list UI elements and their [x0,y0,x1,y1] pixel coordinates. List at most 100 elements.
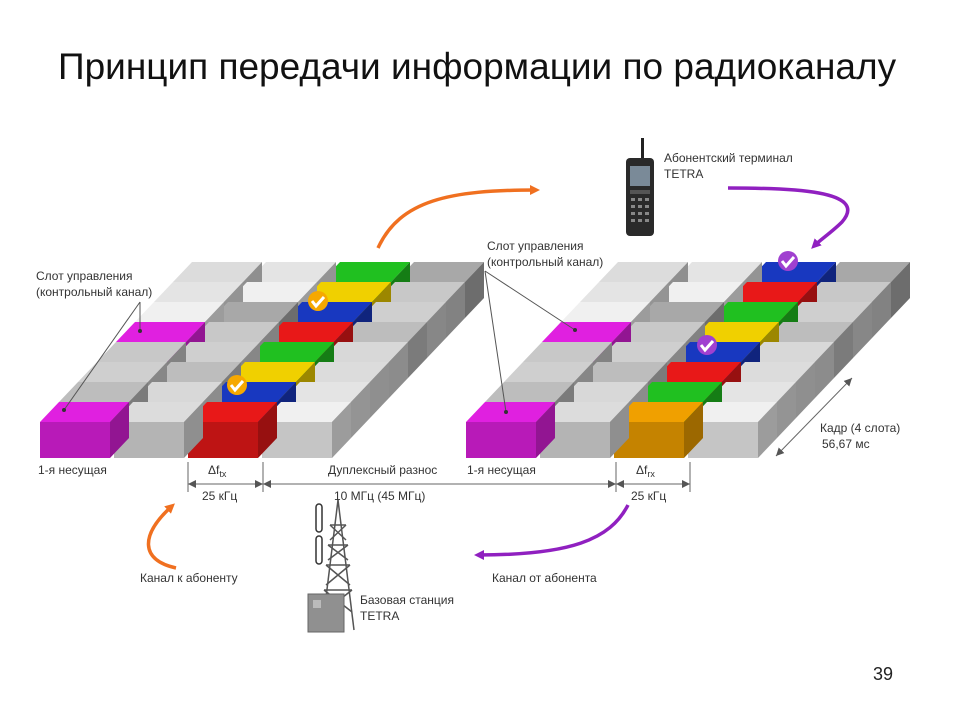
grid-block-side [465,262,484,318]
control-slot-left-label-2: (контрольный канал) [36,285,152,299]
grid-block [321,262,410,282]
grid-block [114,402,203,422]
grid-block-front [188,422,258,458]
carrier-right-label: 1-я несущая [467,463,536,477]
grid-block [97,342,186,362]
grid-block [559,382,648,402]
grid-block [188,402,277,422]
base-station-label: Базовая станция [360,593,454,607]
grid-block [59,382,148,402]
page-title: Принцип передачи информации по радиокана… [58,46,897,87]
purple-arrow-top [727,186,850,249]
base-station-icon [307,499,355,633]
grid-block-side [370,362,389,418]
grid-block [209,302,298,322]
grid-block-front [614,422,684,458]
grid-block [654,282,743,302]
carrier-left-label: 1-я несущая [38,463,107,477]
page-number: 39 [873,664,894,684]
grid-block [283,302,372,322]
grid-block [135,302,224,322]
grid-block-side [853,302,872,358]
grid-block [764,322,853,342]
grid-block-side [872,282,891,338]
grid-block [154,282,243,302]
grid-block [783,302,872,322]
grid-block [395,262,484,282]
delta-f-tx-label: Δftx [208,463,227,479]
control-slot-left-label: Слот управления [36,269,133,283]
handheld-terminal-icon [626,138,654,236]
grid-block [40,402,129,422]
grid-block [173,262,262,282]
duplex-value: 10 МГц (45 МГц) [334,489,425,503]
grid-block [542,322,631,342]
grid-block [264,322,353,342]
grid-block [338,322,427,342]
grid-block-side [258,402,277,458]
terminal-label-2: TETRA [664,167,703,181]
orange-arrow-bottom [146,503,177,570]
grid-block-side [446,282,465,338]
grid-block [319,342,408,362]
grid-block-side [184,402,203,458]
grid-block-side [758,402,777,458]
grid-block [652,362,741,382]
grid-block [633,382,722,402]
grid-block-front [262,422,332,458]
grid-block [523,342,612,362]
grid-block [247,262,336,282]
grid-block [357,302,446,322]
grid-block [728,282,817,302]
grid-block [245,342,334,362]
grid-block [688,402,777,422]
grid-block-side [408,322,427,378]
grid-block [78,362,167,382]
grid-block-side [610,402,629,458]
grid-block [376,282,465,302]
grid-block [228,282,317,302]
grid-block-side [684,402,703,458]
grid-block [709,302,798,322]
grid-block-side [389,342,408,398]
grid-block [152,362,241,382]
control-slot-right-label: Слот управления [487,239,584,253]
grid-block [707,382,796,402]
grid-block [133,382,222,402]
grid-block-side [536,402,555,458]
terminal-label: Абонентский терминал [664,151,793,165]
grid-block [821,262,910,282]
grid-block [485,382,574,402]
check-icon [778,251,798,271]
delta-f-rx-label: Δfrx [636,463,655,479]
check-icon [697,335,717,355]
grid-block [226,362,315,382]
grid-block [671,342,760,362]
check-icon [308,291,328,311]
grid-block-side [332,402,351,458]
grid-block [190,322,279,342]
grid-block [616,322,705,342]
grid-block-side [110,402,129,458]
grid-block [281,382,370,402]
uplink-carrier-grid [466,262,910,458]
grid-block [116,322,205,342]
grid-block [540,402,629,422]
grid-block-front [114,422,184,458]
grid-block-front [40,422,110,458]
control-slot-pointer-lines [63,270,576,413]
base-station-label-2: TETRA [360,609,399,623]
grid-block [599,262,688,282]
grid-block-side [891,262,910,318]
grid-block [673,262,762,282]
grid-block-front [540,422,610,458]
control-slot-right-label-2: (контрольный канал) [487,255,603,269]
grid-block [597,342,686,362]
grid-block [466,402,555,422]
grid-block [578,362,667,382]
grid-block [171,342,260,362]
check-icon [227,375,247,395]
frame-label: Кадр (4 слота) [820,421,900,435]
grid-block-front [466,422,536,458]
